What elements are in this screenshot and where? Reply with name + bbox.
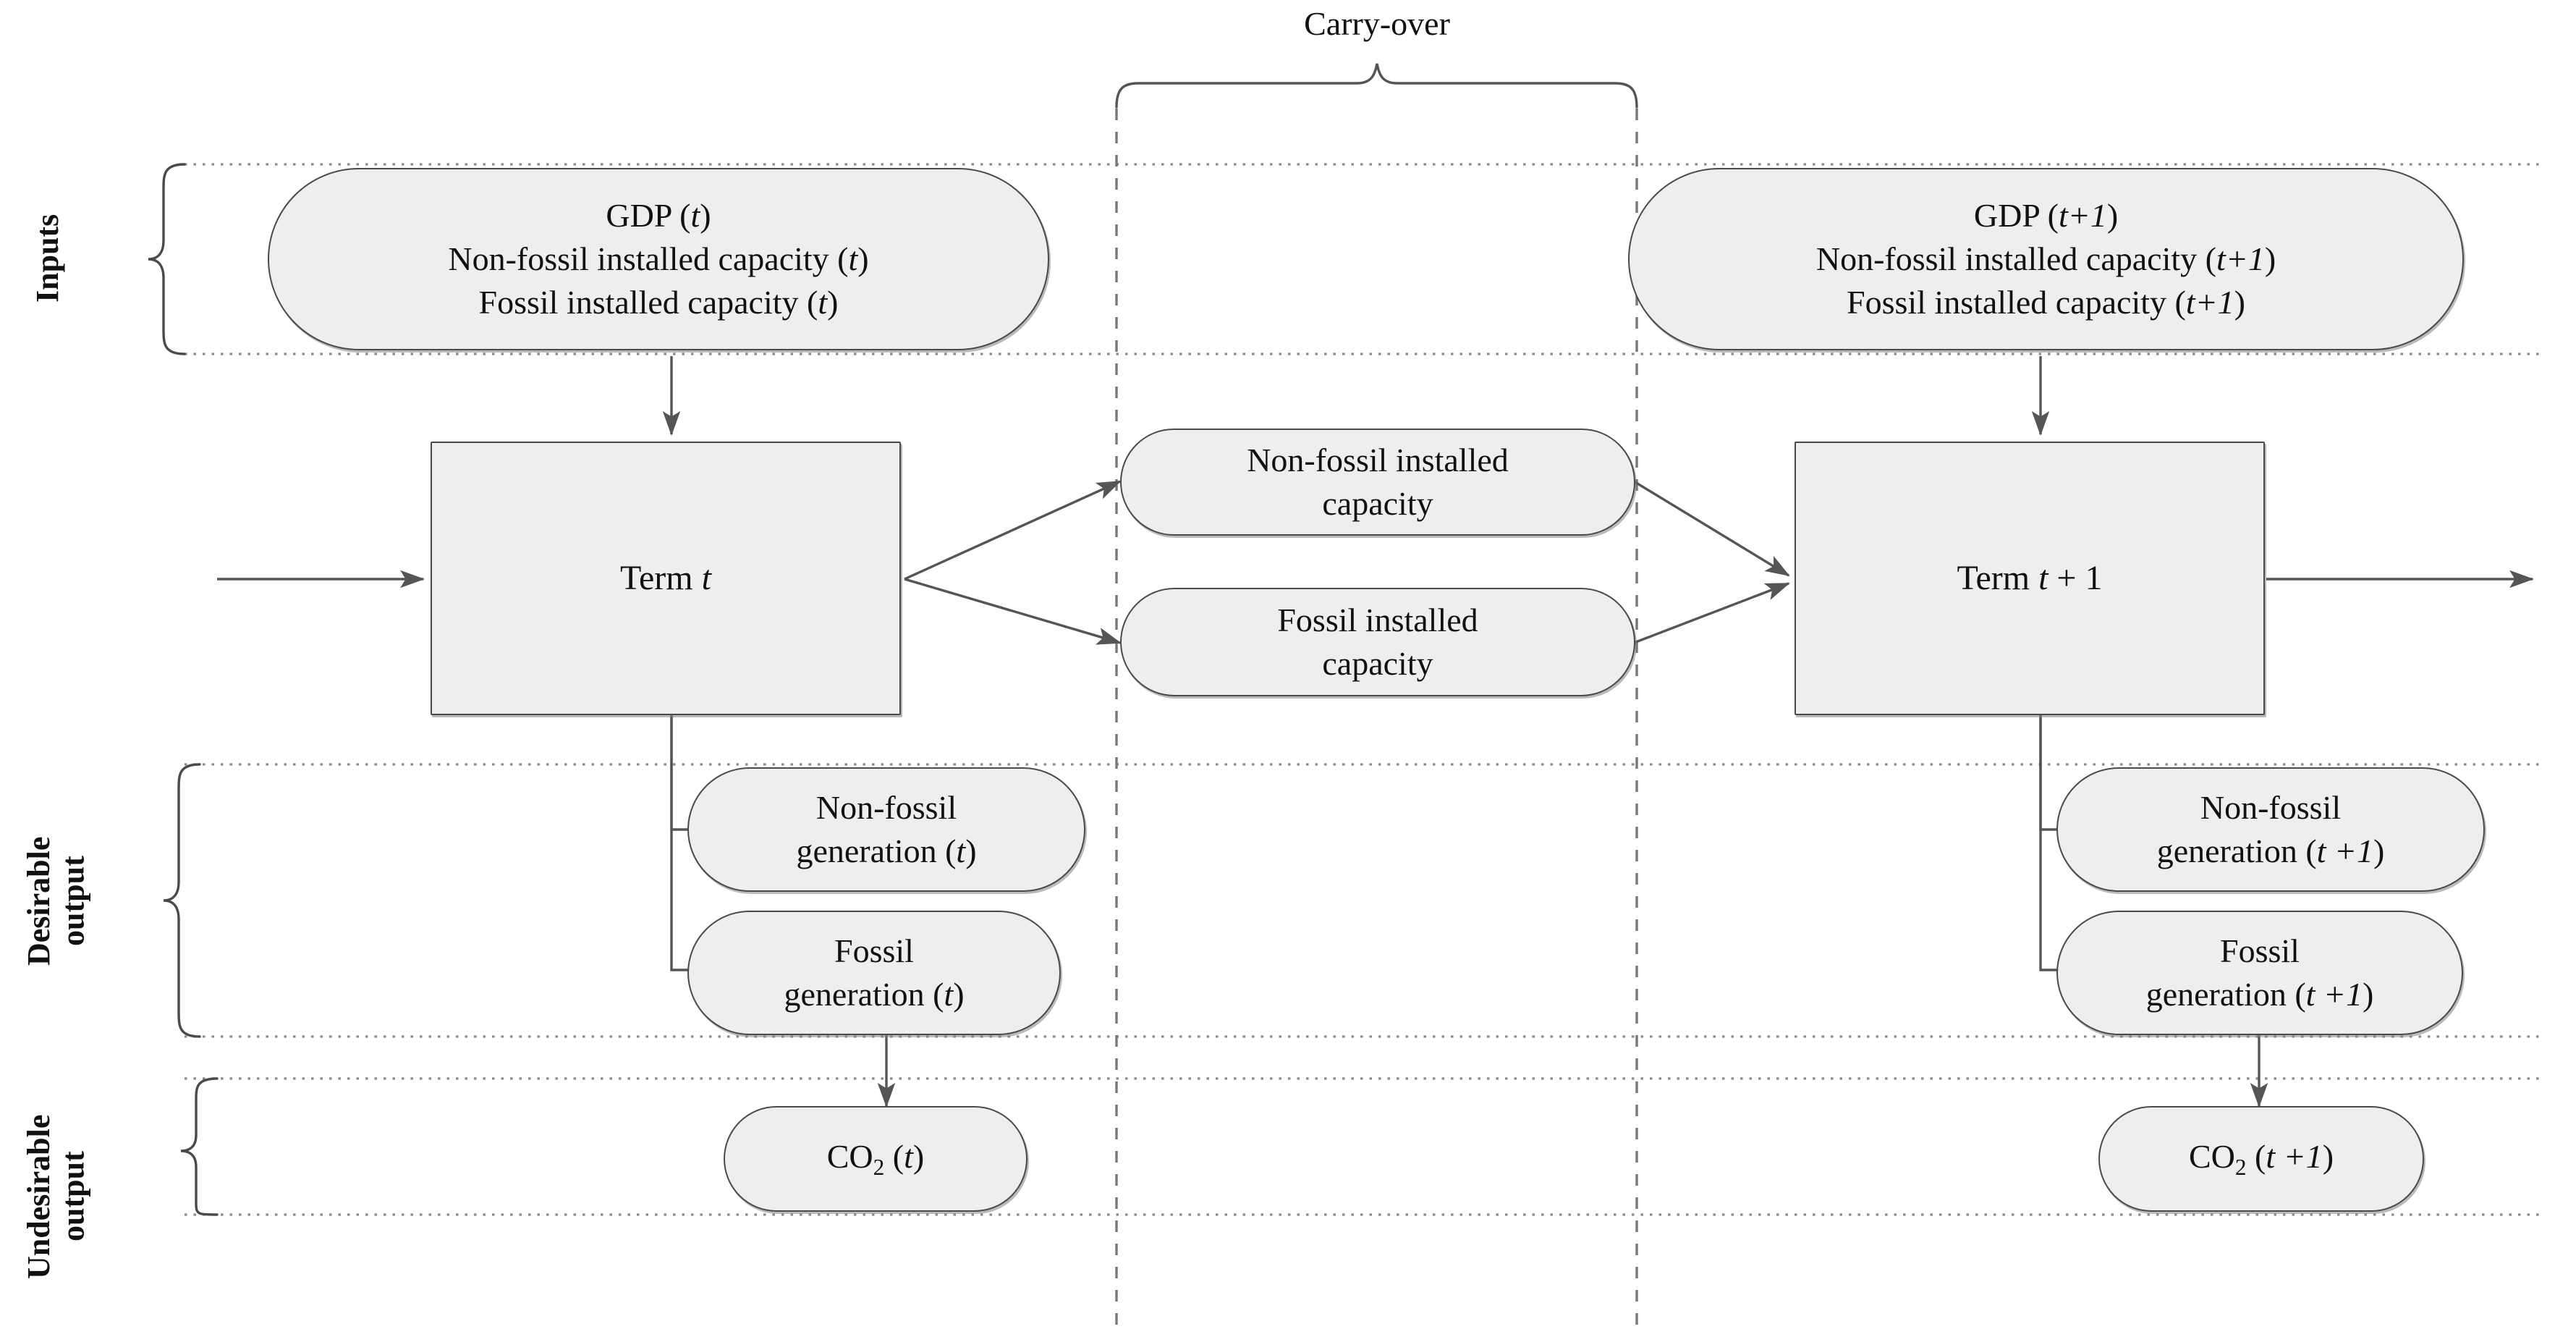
node-co2-t-text: CO2 (t) xyxy=(826,1138,925,1181)
node-co2-t-plus-1[interactable]: CO2 (t +1) xyxy=(2098,1106,2424,1212)
node-term-t[interactable]: Term t xyxy=(431,442,901,715)
band-brace-desirable xyxy=(163,763,201,1038)
node-gdp-t-text: GDP (t)Non-fossil installed capacity (t)… xyxy=(448,197,869,321)
node-term-t-text: Term t xyxy=(620,558,711,597)
node-co2-t[interactable]: CO2 (t) xyxy=(724,1106,1028,1212)
band-label-undesirable-output: Undesirable output xyxy=(21,1114,91,1279)
node-term-t-plus-1-text: Term t + 1 xyxy=(1957,558,2103,597)
band-brace-inputs xyxy=(148,163,186,355)
arrow-term-t-to-carry-fossil xyxy=(904,578,1122,645)
arrow-term-t-to-carry-nonfossil xyxy=(904,480,1122,581)
carry-over-brace xyxy=(1115,63,1638,109)
arrow-carry-fossil-to-term-t1 xyxy=(1633,582,1790,644)
node-gdp-t-plus-1[interactable]: GDP (t+1)Non-fossil installed capacity (… xyxy=(1628,168,2464,350)
carry-over-label: Carry-over xyxy=(1304,5,1450,42)
node-co2-t-plus-1-text: CO2 (t +1) xyxy=(2188,1138,2334,1181)
node-gdp-t-plus-1-text: GDP (t+1)Non-fossil installed capacity (… xyxy=(1816,197,2276,321)
band-brace-undesirable xyxy=(180,1077,219,1216)
period-divider-lines xyxy=(1115,109,1638,1329)
band-label-inputs: Inputs xyxy=(30,214,65,303)
band-label-desirable-output: Desirable output xyxy=(21,836,91,966)
arrow-carry-nonfossil-to-term-t1 xyxy=(1633,480,1790,577)
node-term-t-plus-1[interactable]: Term t + 1 xyxy=(1795,442,2265,715)
node-gdp-t[interactable]: GDP (t)Non-fossil installed capacity (t)… xyxy=(268,168,1049,350)
